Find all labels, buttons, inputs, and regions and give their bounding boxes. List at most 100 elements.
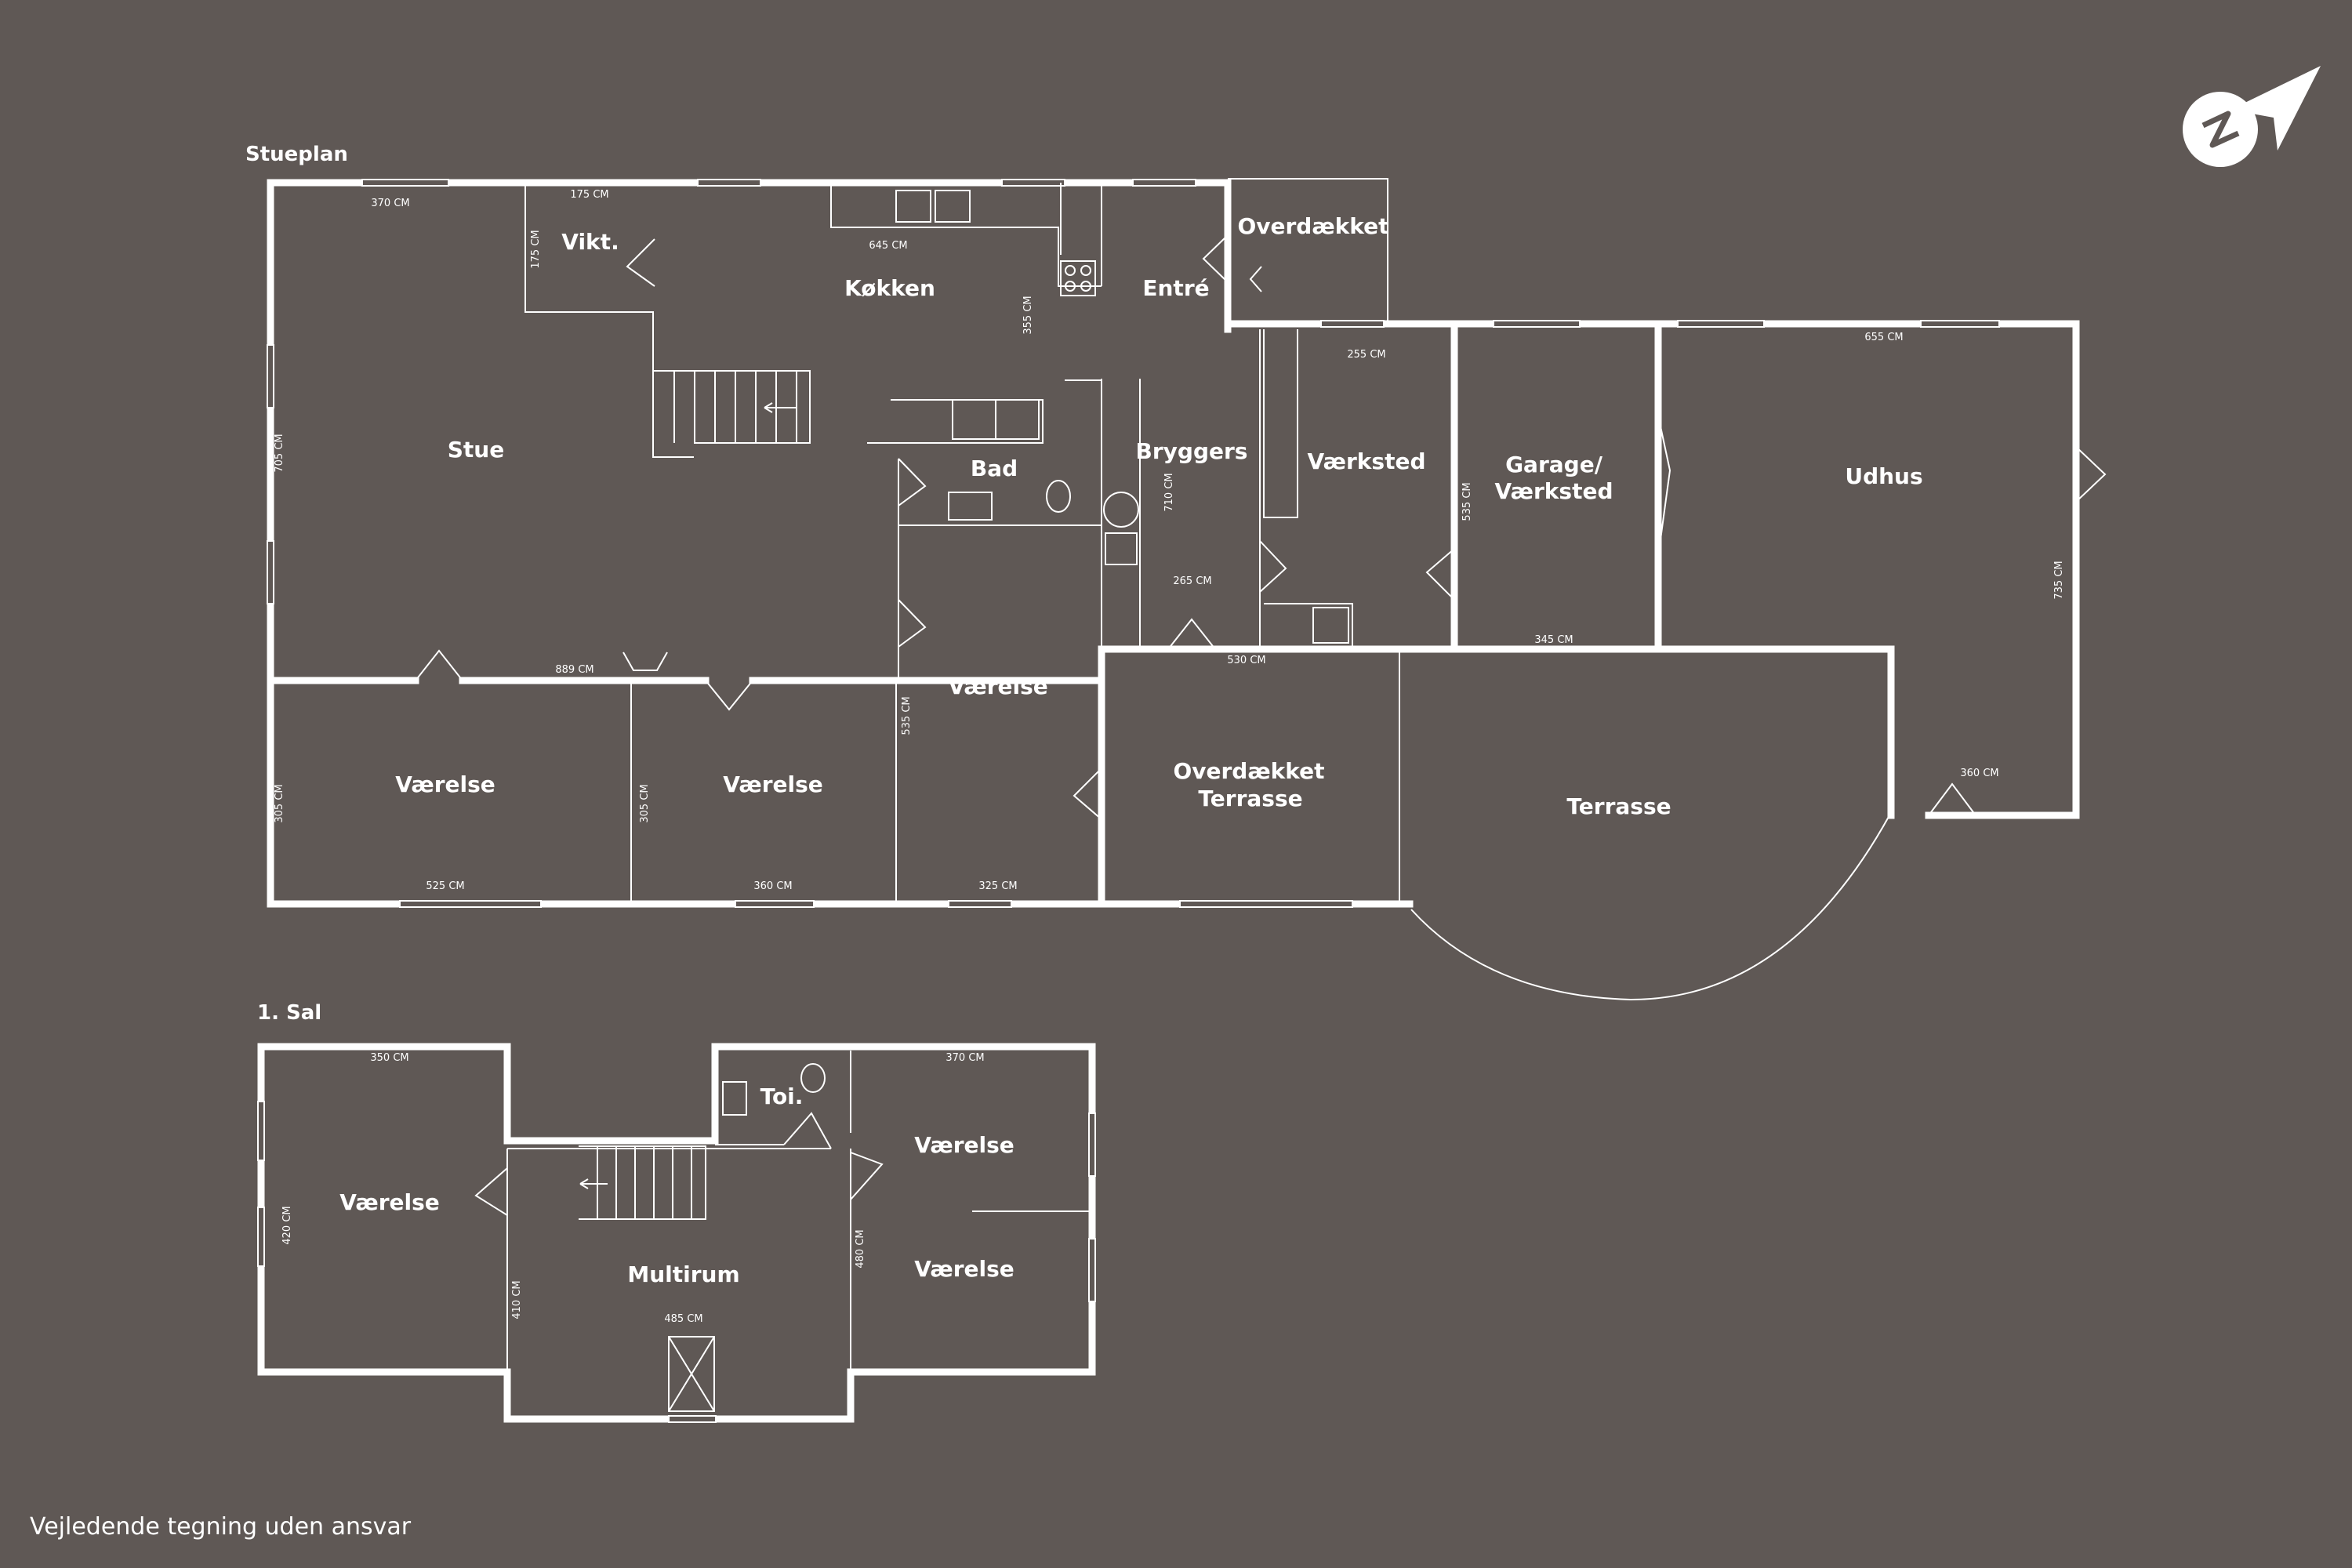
terrace-wall bbox=[1098, 645, 1895, 908]
stair-arrow-icon bbox=[764, 402, 796, 413]
door-swing bbox=[850, 1152, 884, 1200]
dimension-label: 485 CM bbox=[664, 1313, 702, 1325]
dimension-label: 255 CM bbox=[1347, 349, 1385, 361]
window bbox=[257, 1207, 265, 1267]
dishwasher-icon bbox=[895, 190, 931, 223]
dimension-label: 345 CM bbox=[1534, 634, 1573, 646]
room-label-bad: Bad bbox=[971, 456, 1018, 481]
sink-icon bbox=[935, 190, 971, 223]
room-label-multirum: Multirum bbox=[627, 1261, 739, 1287]
door-swing bbox=[1425, 548, 1455, 601]
dryer-icon bbox=[995, 399, 1040, 440]
window bbox=[697, 179, 761, 187]
window bbox=[1179, 900, 1353, 908]
window bbox=[735, 900, 815, 908]
door-swing bbox=[1167, 618, 1216, 650]
dimension-label: 420 CM bbox=[281, 1206, 293, 1244]
stair-arrow-icon bbox=[579, 1178, 608, 1189]
dimension-label: 350 CM bbox=[370, 1052, 408, 1064]
window bbox=[668, 1415, 717, 1423]
window bbox=[1920, 320, 2000, 328]
door-swing bbox=[2075, 446, 2107, 503]
dimension-label: 735 CM bbox=[2053, 561, 2065, 599]
window bbox=[267, 344, 274, 408]
bathtub-counter bbox=[867, 399, 1044, 444]
dimension-label: 265 CM bbox=[1173, 575, 1211, 587]
dimension-label: 175 CM bbox=[570, 189, 608, 201]
room-label-vaerelse-right: Værelse bbox=[948, 673, 1048, 699]
dimension-label: 370 CM bbox=[371, 198, 409, 209]
window bbox=[1132, 179, 1196, 187]
room-label-terrasse: Terrasse bbox=[1566, 793, 1671, 819]
window bbox=[1088, 1238, 1096, 1302]
door-swing bbox=[474, 1167, 508, 1216]
dimension-label: 360 CM bbox=[1960, 768, 1998, 779]
window bbox=[361, 179, 449, 187]
laundry-machine-icon bbox=[1103, 492, 1139, 528]
exterior-wall-left-bottom bbox=[267, 179, 1414, 908]
dimension-label: 655 CM bbox=[1864, 332, 1903, 343]
laundry-sink-icon bbox=[1105, 532, 1138, 565]
dimension-label: 355 CM bbox=[1022, 296, 1034, 334]
window bbox=[1001, 179, 1065, 187]
dimension-label: 410 CM bbox=[511, 1280, 523, 1319]
room-label-stue: Stue bbox=[448, 437, 504, 463]
first-floor: 1. Sal Værelse Toi. Værelse Værelse Mul bbox=[257, 1001, 1096, 1423]
room-label-overdaekket-terrasse-1: Overdækket bbox=[1173, 758, 1324, 784]
toilet-icon bbox=[800, 1063, 826, 1093]
stove-icon bbox=[1060, 260, 1096, 296]
dimension-label: 370 CM bbox=[946, 1052, 984, 1064]
skylight-cross bbox=[668, 1336, 715, 1412]
sink-icon bbox=[722, 1081, 747, 1116]
bryggers-wall bbox=[1101, 379, 1141, 649]
stove-burner bbox=[1080, 265, 1091, 276]
stove-burner bbox=[1080, 281, 1091, 292]
room-label-vaerelse-top: Værelse bbox=[914, 1132, 1014, 1158]
ground-floor-title: Stueplan bbox=[245, 143, 348, 166]
room-label-bryggers: Bryggers bbox=[1136, 438, 1248, 464]
staircase bbox=[653, 370, 811, 444]
door-swing bbox=[705, 680, 753, 711]
stair-steps bbox=[673, 371, 797, 443]
door-swing bbox=[1073, 768, 1102, 820]
bryggers-edge bbox=[1065, 379, 1102, 682]
overdaekket-outline bbox=[1228, 178, 1388, 324]
dimension-label: 530 CM bbox=[1227, 655, 1265, 666]
door-swing bbox=[1657, 415, 1671, 557]
kitchen-counter bbox=[830, 183, 1102, 287]
door-swing bbox=[1259, 540, 1287, 593]
entrance-arrow-icon bbox=[1249, 266, 1262, 292]
room-label-vaerelse-left: Værelse bbox=[395, 771, 495, 797]
ground-floor: Stueplan bbox=[245, 143, 2107, 1001]
dimension-label: 710 CM bbox=[1163, 473, 1175, 511]
room-label-vaerksted: Værksted bbox=[1308, 448, 1426, 474]
door-swing bbox=[415, 649, 463, 681]
dimension-label: 535 CM bbox=[1461, 482, 1473, 521]
utility-sink-icon bbox=[1312, 607, 1349, 644]
door-swing bbox=[783, 1112, 832, 1149]
skylight-icon bbox=[668, 1336, 715, 1412]
door-swing bbox=[626, 238, 655, 287]
window bbox=[399, 900, 542, 908]
dimension-label: 480 CM bbox=[855, 1229, 866, 1268]
dimension-label: 175 CM bbox=[530, 230, 542, 268]
washer-icon bbox=[952, 399, 996, 440]
compass-letter-n bbox=[2201, 111, 2240, 148]
room-label-vaerelse-mid: Værelse bbox=[723, 771, 823, 797]
room-label-garage-line2: Værksted bbox=[1495, 478, 1613, 504]
room-label-entre: Entré bbox=[1142, 275, 1209, 301]
dimension-label: 325 CM bbox=[978, 880, 1017, 892]
disclaimer-text: Vejledende tegning uden ansvar bbox=[30, 1513, 412, 1541]
bathroom-sink-icon bbox=[948, 492, 993, 521]
exterior-wall-top bbox=[267, 179, 1385, 328]
fireplace-icon bbox=[622, 652, 668, 671]
door-swing bbox=[898, 458, 927, 506]
exterior-wall-udhus bbox=[1377, 320, 2080, 819]
dimension-label: 535 CM bbox=[901, 696, 913, 735]
dimension-label: 645 CM bbox=[869, 240, 907, 252]
compass-north-icon bbox=[2183, 66, 2321, 167]
door-swing bbox=[1202, 234, 1229, 283]
staircase bbox=[579, 1145, 706, 1220]
vaerksted-bench bbox=[1263, 329, 1298, 518]
